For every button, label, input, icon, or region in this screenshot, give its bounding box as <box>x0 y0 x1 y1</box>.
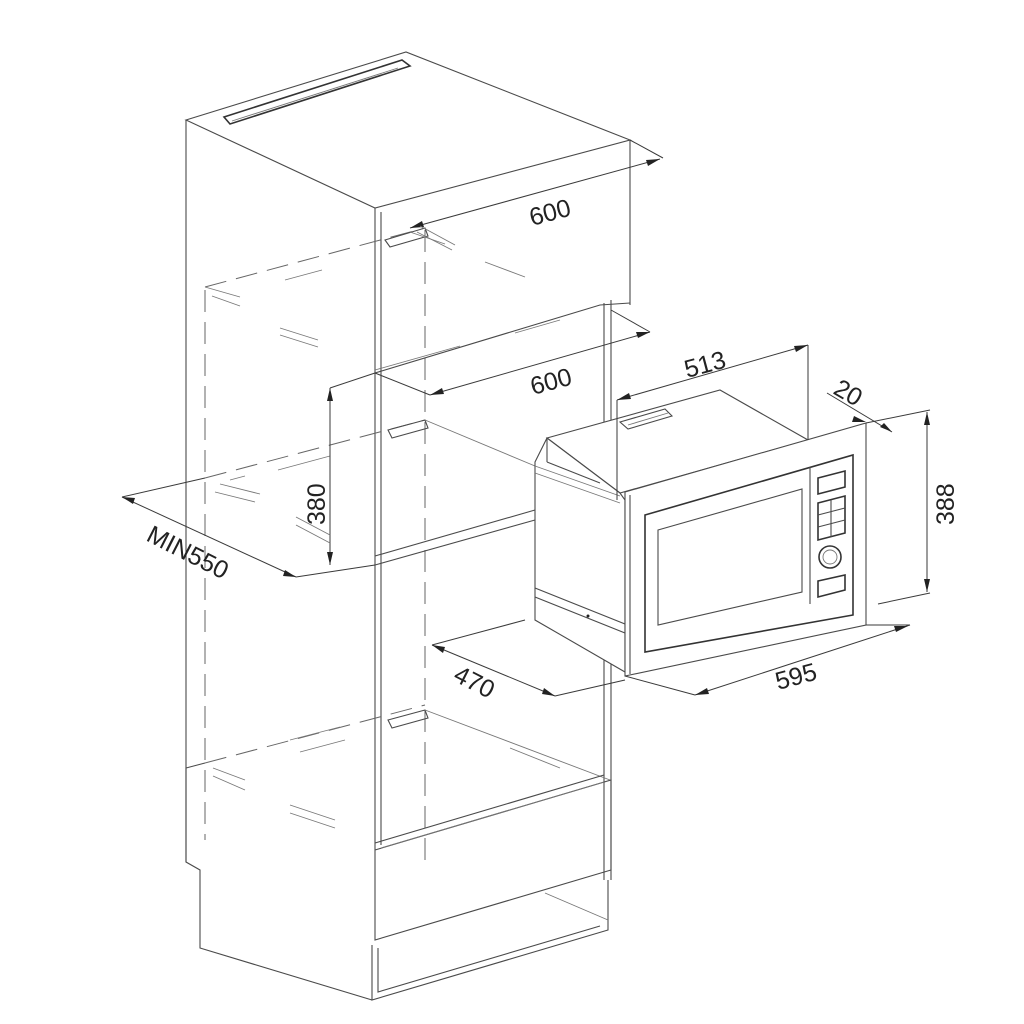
label-niche-depth: MIN550 <box>142 520 233 585</box>
keypad-icon <box>817 494 846 542</box>
rotary-knob-icon <box>818 545 842 569</box>
label-cabinet-niche-width: 600 <box>527 363 575 401</box>
label-appliance-frame-depth: 20 <box>829 374 867 412</box>
label-niche-height: 380 <box>303 483 331 525</box>
cabinet <box>184 51 632 1001</box>
dimension-lines <box>121 139 931 697</box>
label-appliance-mount-depth: 470 <box>449 660 499 704</box>
door-release-button-icon <box>817 574 846 599</box>
microwave <box>534 389 867 677</box>
display-icon <box>817 469 846 496</box>
label-cabinet-top-width: 600 <box>526 194 574 232</box>
label-appliance-body-depth: 513 <box>681 346 729 384</box>
label-appliance-height: 388 <box>932 483 960 525</box>
label-appliance-width: 595 <box>772 658 820 696</box>
